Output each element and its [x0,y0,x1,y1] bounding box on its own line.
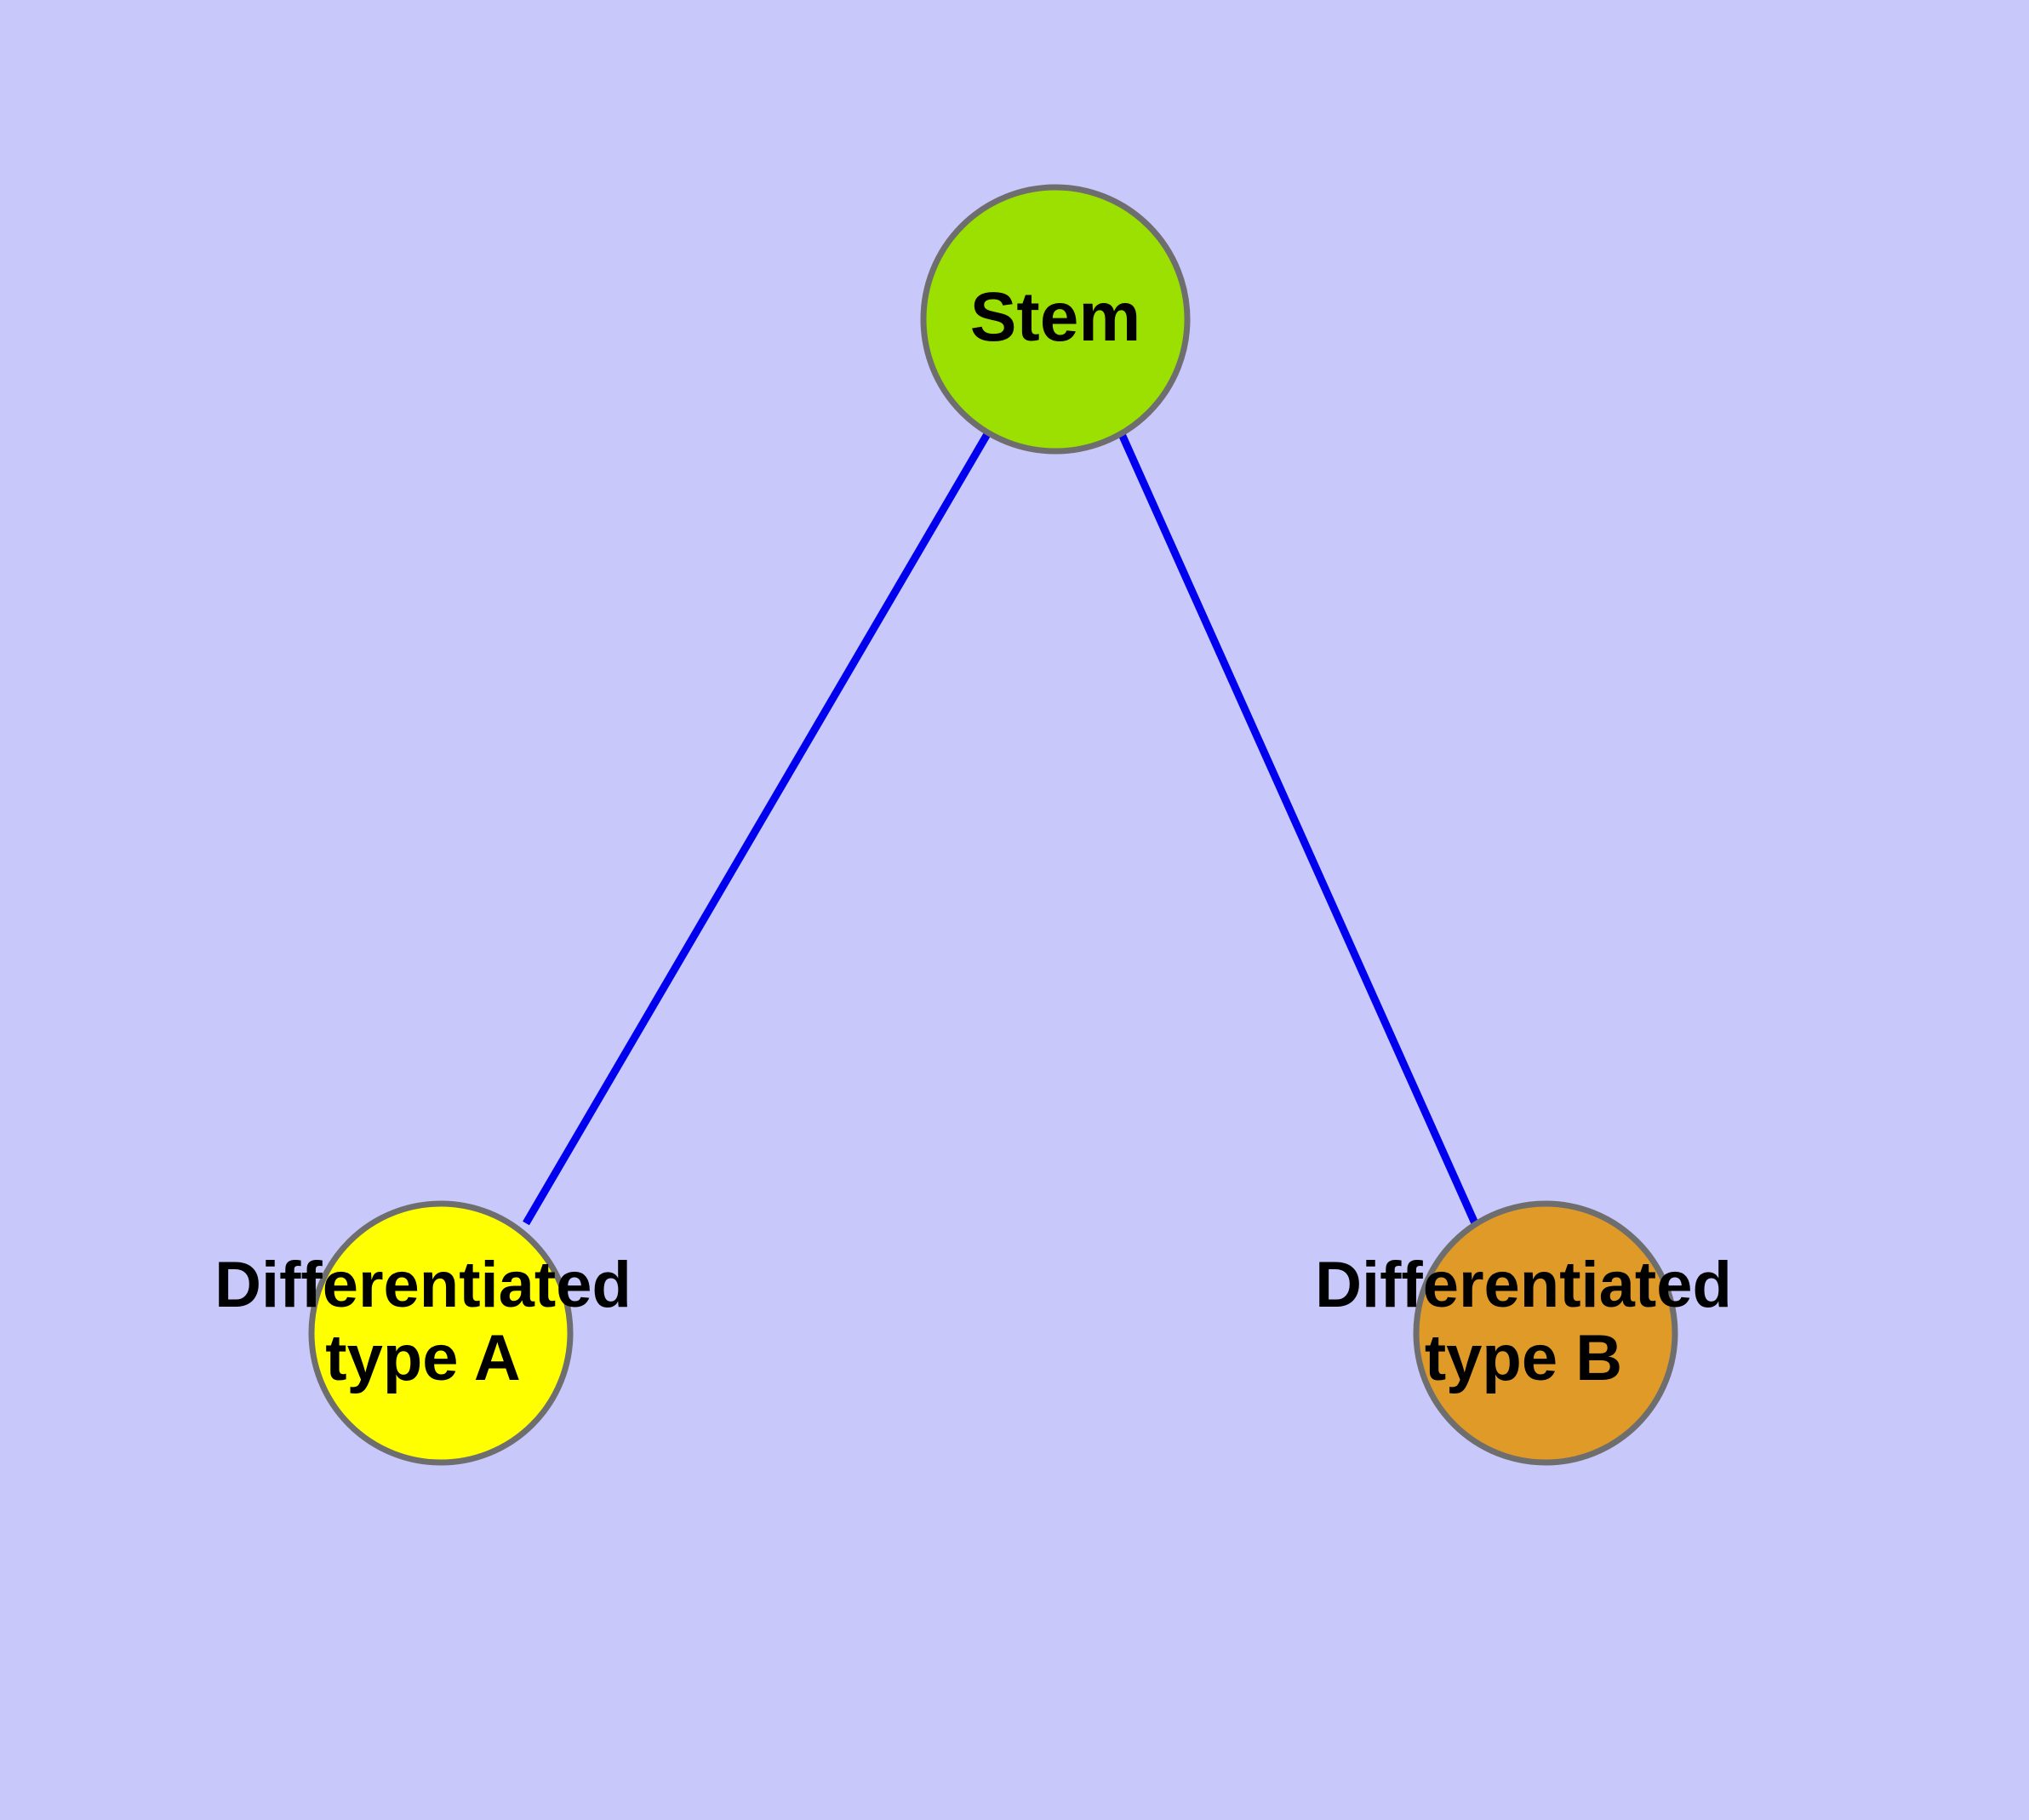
node-diff-a[interactable] [308,1200,574,1466]
edge-stem-to-diff-b[interactable] [1117,432,1479,1225]
edges-layer [523,432,1479,1226]
nodes-layer [308,184,1678,1466]
node-diff-b[interactable] [1413,1200,1678,1466]
edge-stem-to-diff-a[interactable] [523,432,991,1226]
node-stem[interactable] [920,184,1191,455]
